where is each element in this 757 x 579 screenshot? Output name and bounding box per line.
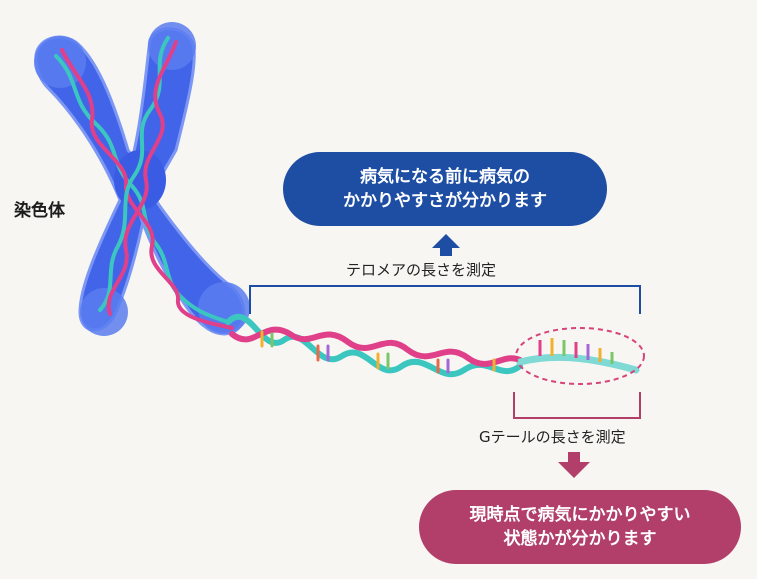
gtail-measure-label: Gテールの長さを測定 (479, 428, 626, 446)
telomere-bracket (249, 285, 641, 314)
current-risk-line1: 現時点で病気にかかりやすい (469, 505, 691, 525)
chromosome-tip-ur (148, 22, 196, 70)
dna-strand-pink (229, 326, 523, 367)
g-tail-ribbon (516, 353, 640, 374)
future-risk-line2: かかりやすさが分かります (343, 191, 547, 211)
chromosome-label: 染色体 (14, 201, 65, 221)
chromosome-dna-helix (54, 36, 234, 330)
future-risk-box: 病気になる前に病気の かかりやすさが分かります (283, 152, 607, 226)
g-tail-highlight-ellipse (515, 327, 645, 385)
down-arrow-icon (558, 452, 590, 478)
up-arrow-icon (432, 234, 460, 256)
gtail-bracket (513, 392, 641, 419)
future-risk-line1: 病気になる前に病気の (360, 167, 530, 187)
g-tail-strand (515, 327, 645, 385)
chromosome-tip-lr (198, 282, 250, 334)
current-risk-box: 現時点で病気にかかりやすい 状態かが分かります (419, 490, 741, 564)
chromosome-tip-ll (80, 288, 128, 336)
dna-strand-teal (225, 313, 523, 378)
current-risk-line2: 状態かが分かります (503, 529, 657, 549)
dna-base-pairs (260, 330, 496, 374)
telomere-dna-strand (225, 313, 523, 378)
g-tail-bases (538, 338, 614, 364)
telomere-measure-label: テロメアの長さを測定 (346, 261, 497, 279)
